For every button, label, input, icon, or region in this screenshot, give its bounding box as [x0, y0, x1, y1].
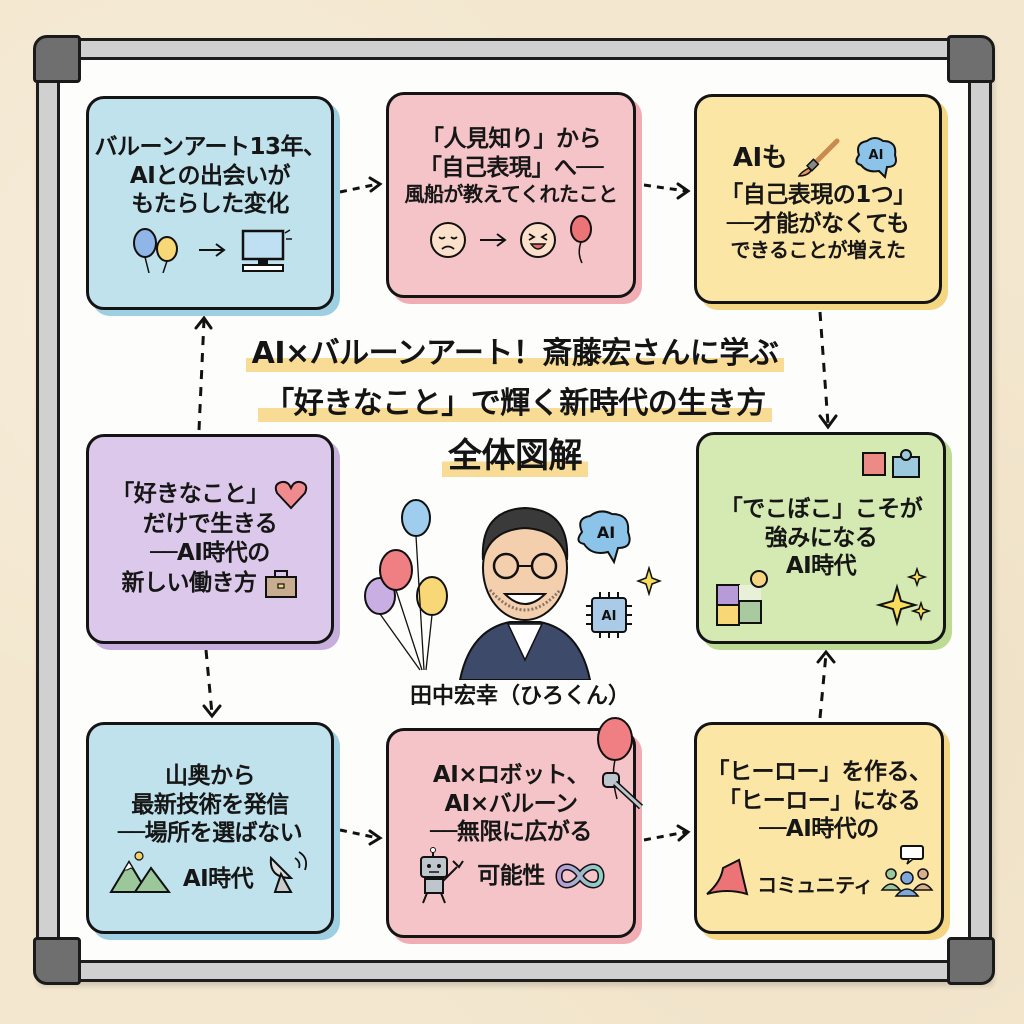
- card-hero-community: 「ヒーロー」を作る、 「ヒーロー」になる ──AI時代の コミュニティ: [694, 722, 944, 934]
- sparkle-icon: [875, 567, 931, 627]
- card-text: 山奥から: [165, 762, 256, 789]
- card-text: もたらした変化: [131, 191, 289, 218]
- card-text: 新しい働き方: [121, 570, 258, 597]
- card-unevenness-is-strength: 「でこぼこ」こそが 強みになる AI時代: [696, 432, 946, 644]
- satellite-dish-icon: [270, 851, 308, 894]
- ai-chip-icon: AI: [586, 592, 632, 638]
- heart-icon: [274, 481, 307, 510]
- frame-corner-top-left: [33, 35, 81, 83]
- person-name-label: 田中宏幸（ひろくん）: [409, 684, 630, 709]
- title-line-1: AI×バルーンアート！斎藤宏さんに学ぶ: [245, 328, 785, 372]
- puzzle-icon: [716, 570, 768, 626]
- card-text: 「自己表現」へ──: [418, 154, 604, 181]
- card-broadcast-from-mountains: 山奥から 最新技術を発信 ──場所を選ばない AI時代: [86, 722, 334, 934]
- person-portrait: [458, 506, 592, 680]
- community-people-icon: [880, 845, 934, 897]
- card-text: 可能性: [477, 862, 545, 889]
- svg-text:AI: AI: [869, 148, 884, 163]
- card-text: 「ヒーロー」になる: [717, 787, 921, 814]
- arrow-right-icon: [480, 233, 507, 248]
- card-text: AI時代: [182, 866, 254, 893]
- robot-hand-balloon-icon: [597, 717, 644, 810]
- card-text: AI×ロボット、: [432, 761, 590, 788]
- card-text: 「好きなこと」: [111, 480, 269, 507]
- balloons-icon: [364, 499, 448, 671]
- frame-corner-bottom-right: [947, 937, 995, 985]
- card-text: コミュニティ: [757, 873, 873, 898]
- frame-corner-top-right: [947, 35, 995, 83]
- infinity-icon: [555, 863, 605, 889]
- card-text: ──場所を選ばない: [117, 820, 303, 847]
- card-live-by-what-you-love: 「好きなこと」 だけで生きる ──AI時代の 新しい働き方: [86, 434, 334, 644]
- svg-text:AI: AI: [597, 523, 615, 542]
- puzzle-icon: [862, 449, 920, 478]
- ai-brain-icon: AI: [577, 510, 631, 565]
- card-text: AI×バルーン: [444, 790, 578, 817]
- card-text: バルーンアート13年、: [94, 133, 326, 160]
- arrow-right-icon: [199, 243, 226, 257]
- briefcase-icon: [264, 569, 297, 598]
- card-text: ──無限に広がる: [430, 819, 592, 846]
- computer-icon: [241, 229, 292, 273]
- paintbrush-icon: [797, 138, 840, 177]
- arrow-c8-to-c5: [816, 649, 836, 719]
- ai-brain-icon: AI: [855, 136, 898, 179]
- card-shy-to-self-expression: 「人見知り」から 「自己表現」へ── 風船が教えてくれたこと: [386, 92, 636, 298]
- card-text: 「ヒーロー」を作る、: [706, 758, 933, 785]
- balloons-icon: [133, 228, 178, 274]
- card-text: 「人見知り」から: [421, 125, 602, 152]
- card-text: ──才能がなくても: [726, 210, 910, 237]
- arrow-c7-to-c8: [643, 824, 691, 842]
- sparkle-icon: [636, 566, 662, 596]
- title-line-3: 全体図解: [442, 428, 588, 477]
- title-line-2: 「好きなこと」で輝く新時代の生き方: [258, 378, 772, 422]
- arrow-c4-to-c1: [194, 315, 213, 431]
- card-text: AI時代: [785, 553, 857, 580]
- card-text: AIも: [732, 142, 788, 173]
- arrow-c2-to-c3: [643, 182, 691, 200]
- arrow-c6-to-c7: [339, 828, 383, 846]
- cape-icon: [706, 858, 749, 896]
- svg-text:AI: AI: [602, 609, 617, 624]
- card-ai-self-expression: AIも AI 「自己表現の1つ」 ──才能がなくても できることが増えた: [694, 94, 942, 304]
- card-text: ──AI時代の: [759, 816, 879, 843]
- card-balloon-art-13-years: バルーンアート13年、 AIとの出会いが もたらした変化: [86, 96, 334, 310]
- card-text: できることが増えた: [730, 238, 906, 263]
- arrow-c4-to-c6: [202, 649, 222, 719]
- card-text: ──AI時代の: [150, 540, 270, 566]
- diagram-title: AI×バルーンアート！斎藤宏さんに学ぶ 「好きなこと」で輝く新時代の生き方 全体…: [240, 328, 790, 483]
- arrow-c3-to-c5: [818, 311, 838, 430]
- sad-face-icon: [430, 222, 466, 259]
- balloon-icon: [570, 215, 592, 264]
- center-illustration: AI AI: [360, 480, 680, 710]
- happy-face-icon: [520, 222, 556, 259]
- mountain-icon: [109, 851, 171, 894]
- card-text: だけで生きる: [142, 511, 278, 538]
- card-text: 「でこぼこ」こそが: [719, 495, 923, 522]
- card-text: AIとの出会いが: [129, 162, 291, 189]
- robot-icon: [420, 847, 465, 904]
- card-text: 「自己表現の1つ」: [720, 181, 916, 208]
- arrow-c1-to-c2: [339, 176, 383, 194]
- card-text: 強みになる: [764, 524, 878, 551]
- frame-corner-bottom-left: [33, 937, 81, 985]
- card-ai-robot-balloon-possibilities: AI×ロボット、 AI×バルーン ──無限に広がる 可能性: [386, 717, 644, 938]
- card-text: 風船が教えてくれたこと: [404, 182, 618, 207]
- card-text: 最新技術を発信: [131, 791, 289, 818]
